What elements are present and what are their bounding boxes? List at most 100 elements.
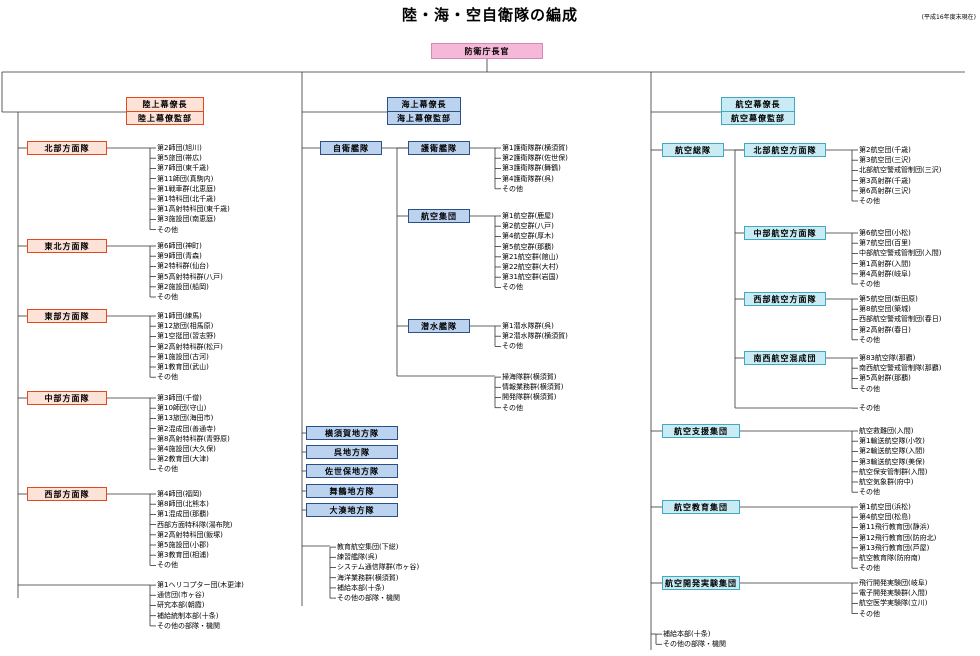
fleet-node: 自衛艦隊 (320, 141, 382, 155)
army-node: 西部方面隊 (27, 487, 107, 501)
list-item: 第4護衛隊群(呉) (502, 174, 554, 183)
fleet-group-unit-list: 第1護衛隊群(横須賀)第2護衛隊群(佐世保)第3護衛隊群(舞鶴)第4護衛隊群(呉… (502, 143, 568, 194)
list-item: 第2輸送航空隊(入間) (859, 447, 925, 456)
list-item: 航空保安管制群(入間) (859, 467, 928, 476)
list-item: 第1輸送航空隊(小牧) (859, 437, 925, 446)
list-item: 第2教育団(大津) (157, 455, 209, 464)
fleet-group-unit-list: 第1航空群(鹿屋)第2航空群(八戸)第4航空群(厚木)第5航空群(那覇)第21航… (502, 211, 558, 293)
list-item: システム通信隊群(市ヶ谷) (337, 563, 420, 572)
army-node: 中部方面隊 (27, 391, 107, 405)
msdf-other-list: 教育航空集団(下総)練習艦隊(呉)システム通信隊群(市ヶ谷)海洋業務群(横須賀)… (337, 542, 419, 603)
air-force-unit-list: 第6航空団(小松)第7航空団(百里)中部航空警戒管制団(入間)第1高射群(入間)… (859, 228, 941, 289)
army-unit-list: 第4師団(福岡)第8師団(北熊本)第1混成団(那覇)西部方面特科隊(湯布院)第2… (157, 489, 232, 571)
air-command-node: 航空教育集団 (662, 500, 740, 514)
list-item: その他 (859, 404, 880, 412)
list-item: 第2高射特科群(松戸) (157, 342, 223, 351)
list-item: 研究本部(朝霞) (157, 601, 205, 610)
list-item: 第12旅団(相馬原) (157, 322, 214, 331)
list-item: その他の部隊・機関 (337, 594, 400, 603)
asdf-other-list: 補給本部(十条) その他の部隊・機関 (663, 629, 726, 649)
list-item: 第22航空群(大村) (502, 262, 559, 271)
list-item: 第3高射群(千歳) (859, 176, 911, 185)
list-item: 第2混成団(善通寺) (157, 424, 216, 433)
list-item: 第2航空団(千歳) (859, 145, 911, 154)
air-command-unit-list: 飛行開発実験団(岐阜)電子開発実験群(入間)航空医学実験隊(立川)その他 (859, 578, 927, 619)
list-item: 南西航空警戒管制隊(那覇) (859, 364, 942, 373)
list-item: 開発隊群(横須賀) (502, 393, 557, 402)
list-item: 第2護衛隊群(佐世保) (502, 154, 568, 163)
list-item: 第13旅団(海田市) (157, 414, 214, 423)
list-item: その他 (859, 279, 880, 288)
air-force-unit-list: 第5航空団(新田原)第8航空団(築城)西部航空警戒管制団(春日)第2高射群(春日… (859, 294, 941, 345)
army-unit-list: 第3師団(千僧)第10師団(守山)第13旅団(海田市)第2混成団(善通寺)第8高… (157, 393, 230, 475)
list-item: 航空教育隊(防府南) (859, 553, 921, 562)
list-item: その他 (859, 564, 880, 573)
list-item: 第4施設団(大久保) (157, 444, 216, 453)
list-item: 第3航空団(三沢) (859, 156, 911, 165)
list-item: 第6師団(神町) (157, 241, 202, 250)
army-node: 東部方面隊 (27, 309, 107, 323)
army-node: 北部方面隊 (27, 141, 107, 155)
list-item: 補給本部(十条) (663, 630, 711, 638)
air-force-unit-list: 第2航空団(千歳)第3航空団(三沢)北部航空警戒管制団(三沢)第3高射群(千歳)… (859, 145, 941, 206)
list-item: 中部航空警戒管制団(入間) (859, 249, 942, 258)
root-node: 防衛庁長官 (431, 43, 543, 59)
list-item: 第10師団(守山) (157, 404, 207, 413)
list-item: 第5高射特科群(八戸) (157, 272, 223, 281)
list-item: 第3輸送航空隊(美保) (859, 457, 925, 466)
air-command-node: 航空支援集団 (662, 424, 740, 438)
date-note: (平成16年度末現在) (921, 14, 976, 21)
list-item: その他 (502, 283, 523, 292)
list-item: 第4航空団(松島) (859, 513, 911, 522)
list-item: 第4高射群(岐阜) (859, 269, 911, 278)
list-item: その他 (157, 225, 178, 234)
list-item: 第4師団(福岡) (157, 489, 202, 498)
list-item: その他の部隊・機関 (663, 640, 726, 649)
air-force-node: 南西航空混成団 (744, 351, 826, 365)
list-item: 第2特科群(仙台) (157, 262, 209, 271)
army-unit-list: 第1師団(練馬)第12旅団(相馬原)第1空挺団(習志野)第2高射特科群(松戸)第… (157, 311, 223, 382)
list-item: 第6高射群(三沢) (859, 186, 911, 195)
asdf-head1: 航空幕僚長 (735, 100, 781, 109)
army-unit-list: 第6師団(神町)第9師団(青森)第2特科群(仙台)第5高射特科群(八戸)第2施設… (157, 241, 223, 302)
list-item: 第9師団(青森) (157, 252, 202, 261)
ado-node: 航空総隊 (662, 143, 724, 157)
list-item: その他の部隊・機関 (157, 621, 220, 630)
list-item: 西部航空警戒管制団(春日) (859, 315, 942, 324)
list-item: 第3教育団(相浦) (157, 551, 209, 560)
list-item: 第2潜水隊群(横須賀) (502, 332, 568, 341)
list-item: 第31航空群(岩国) (502, 273, 559, 282)
gsdf-chief-node: 陸上幕僚長 陸上幕僚監部 (126, 97, 204, 125)
list-item: 第1師団(練馬) (157, 311, 202, 320)
list-item: 第2高射特科団(飯塚) (157, 530, 223, 539)
list-item: その他 (502, 403, 523, 412)
list-item: その他 (157, 373, 178, 382)
district-node: 佐世保地方隊 (306, 464, 398, 478)
list-item: 情報業務群(横須賀) (502, 383, 564, 392)
list-item: 第1施設団(古河) (157, 352, 209, 361)
msdf-chief-node: 海上幕僚長 海上幕僚監部 (387, 97, 461, 125)
page-title: 陸・海・空自衛隊の編成 (401, 6, 578, 24)
air-command-unit-list: 第1航空団(浜松)第4航空団(松島)第11飛行教育団(静浜)第12飛行教育団(防… (859, 502, 936, 573)
list-item: 第8高射特科群(青野原) (157, 434, 230, 443)
list-item: 第5高射群(那覇) (859, 374, 911, 383)
district-node: 呉地方隊 (306, 445, 398, 459)
list-item: 第4航空群(厚木) (502, 232, 554, 241)
air-force-unit-list: 第83航空隊(那覇) 南西航空警戒管制隊(那覇)第5高射群(那覇)その他 (859, 353, 941, 394)
list-item: 第83航空隊(那覇) (859, 353, 916, 362)
district-node: 横須賀地方隊 (306, 426, 398, 440)
asdf-head2: 航空幕僚監部 (722, 111, 794, 125)
list-item: 第1高射群(入間) (859, 259, 911, 268)
list-item: 第3護衛隊群(舞鶴) (502, 164, 561, 173)
list-item: 第11飛行教育団(静浜) (859, 523, 930, 532)
list-item: 第1混成団(那覇) (157, 510, 209, 519)
list-item: 第7師団(東千歳) (157, 164, 209, 173)
list-item: 第1航空群(鹿屋) (502, 211, 554, 220)
msdf-head2: 海上幕僚監部 (388, 111, 460, 125)
list-item: その他 (859, 384, 880, 393)
list-item: その他 (157, 465, 178, 474)
fleet-group-node: 航空集団 (408, 209, 470, 223)
list-item: 第1潜水隊群(呉) (502, 321, 554, 330)
